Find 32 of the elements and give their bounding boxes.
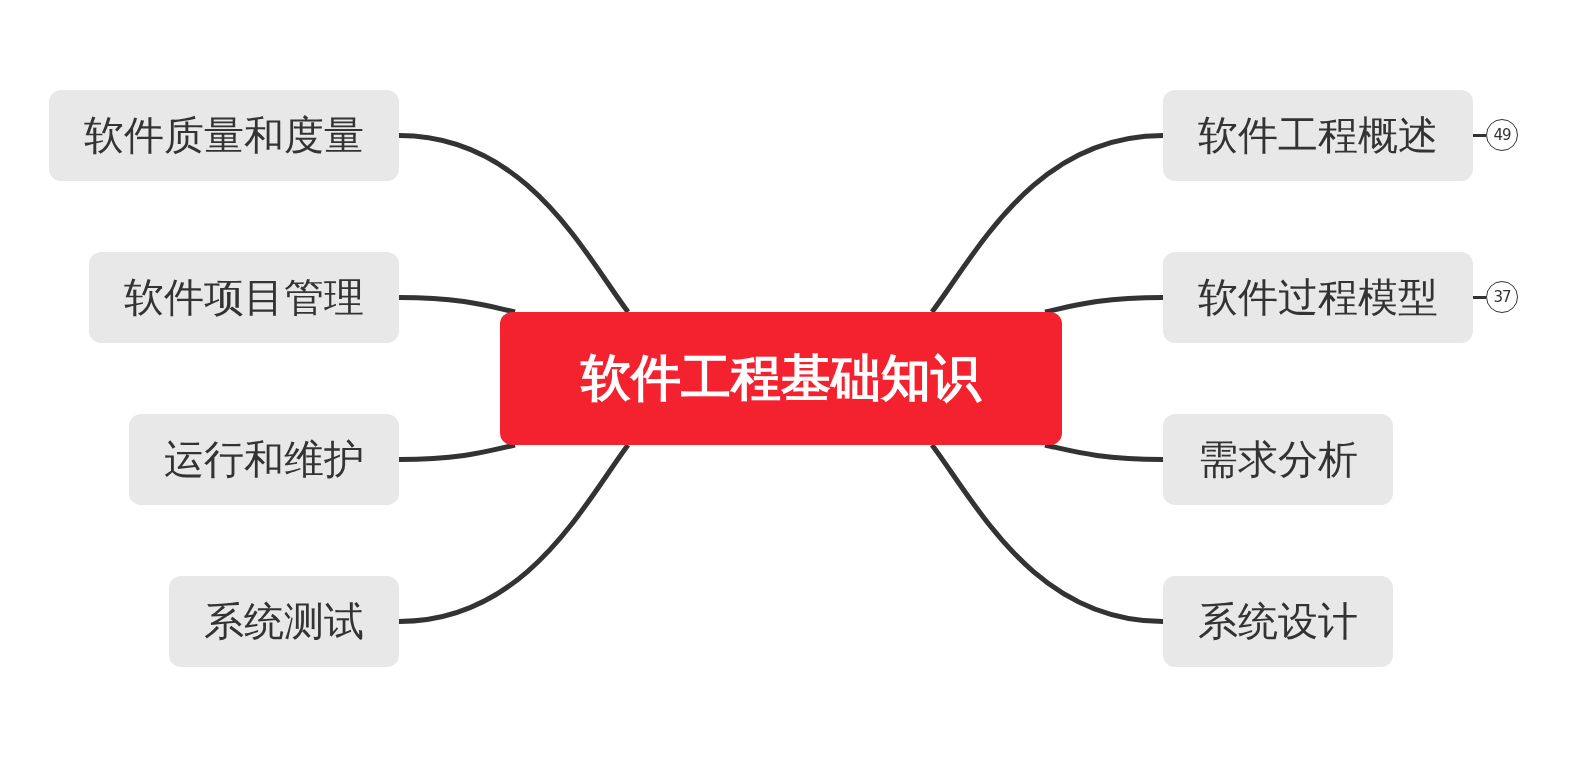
collapsed-count (1486, 119, 1518, 151)
topic-text: 软件项目管理 (124, 273, 364, 322)
connector-line (1473, 296, 1486, 299)
topic-text: 软件过程模型 (1198, 273, 1438, 322)
connector-line (398, 442, 516, 462)
topic-box (1163, 90, 1473, 181)
connector-line (1044, 295, 1164, 315)
topic-text: 软件工程概述 (1198, 111, 1438, 160)
connector-line (398, 133, 631, 314)
topic-text: 37 (1493, 288, 1511, 306)
connector-line (1044, 442, 1164, 462)
topic-box (49, 90, 399, 181)
topic-text: 需求分析 (1198, 435, 1358, 484)
connector-line (398, 295, 516, 315)
topic-text: 系统设计 (1198, 597, 1358, 646)
topic-text: 软件质量和度量 (84, 111, 364, 160)
topic-text: 软件工程基础知识 (581, 348, 981, 409)
topic-box (89, 252, 399, 343)
topic-box (129, 414, 399, 505)
topic-box (1163, 252, 1473, 343)
topic-box (169, 576, 399, 667)
topic-text: 运行和维护 (164, 435, 364, 484)
connector-line (929, 133, 1164, 314)
connector-line (1473, 134, 1486, 137)
connector-line (929, 443, 1164, 624)
collapsed-count (1486, 281, 1518, 313)
topic-text: 49 (1493, 126, 1511, 144)
topic-box (1163, 576, 1393, 667)
topic-box (1163, 414, 1393, 505)
connector-line (398, 443, 631, 624)
central-topic (500, 312, 1062, 445)
topic-text: 系统测试 (204, 597, 364, 646)
